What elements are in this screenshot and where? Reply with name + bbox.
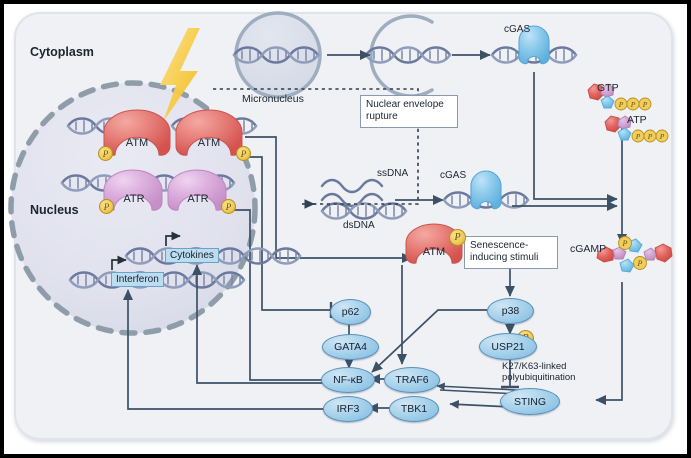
node-tbk1[interactable]: TBK1 [389,396,439,422]
gtp-label: GTP [597,82,619,94]
phosphate-icon-atm-cytoplasm: P [449,229,466,246]
ner-line-2: rupture [366,110,398,122]
polyub-line-2: polyubiquitination [502,372,576,384]
node-sting-label: STING [513,395,547,408]
atm-cytoplasm-label: ATM [422,246,446,258]
interferon-gene-box: Interferon [111,272,164,287]
node-irf3[interactable]: IRF3 [323,396,373,422]
node-p38[interactable]: p38 [487,298,534,324]
atp-label: ATP [627,114,647,126]
ner-line-1: Nuclear envelope [366,99,444,110]
senescence-line-1: Senescence- [470,240,529,251]
node-usp21-label: USP21 [491,340,525,353]
polyubiquitination-label: K27/K63-linked polyubiquitination [502,361,575,384]
nucleus-label: Nucleus [30,203,79,217]
phosphate-icon-atr-right: P [221,199,236,214]
node-irf3-label: IRF3 [336,403,360,415]
ssdna-label: ssDNA [377,168,409,179]
node-tbk1-label: TBK1 [400,403,428,415]
node-p62-label: p62 [341,306,360,318]
polyub-line-1: K27/K63-linked [502,361,567,372]
node-nfkb-label: NF-κB [333,374,363,386]
phosphate-icon-atm-left: P [98,146,113,161]
node-traf6-label: TRAF6 [395,374,429,386]
node-nfkb[interactable]: NF-κB [321,367,375,393]
dsdna-label: dsDNA [343,220,375,231]
node-p38-label: p38 [501,305,520,317]
node-gata4[interactable]: GATA4 [322,334,379,360]
cytoplasm-label: Cytoplasm [30,45,94,59]
cgas-mid-label: cGAS [440,170,467,181]
atm-nucleus-right-label: ATM [197,137,221,149]
micronucleus-label: Micronucleus [242,93,304,105]
senescence-line-2: inducing stimuli [470,251,539,263]
cgamp-label: cGAMP [570,243,607,255]
cytokines-gene-box: Cytokines [165,248,219,263]
atr-nucleus-left-label: ATR [123,193,145,205]
node-sting[interactable]: STING [500,388,560,415]
phosphate-icon-atm-right: P [236,146,251,161]
atr-nucleus-right-label: ATR [187,193,209,205]
cgas-top-label: cGAS [504,24,531,35]
senescence-stimuli-box: Senescence- inducing stimuli [464,236,558,269]
node-p62[interactable]: p62 [330,299,371,325]
node-gata4-label: GATA4 [334,341,367,353]
node-traf6[interactable]: TRAF6 [384,367,440,393]
node-usp21[interactable]: USP21 [479,333,537,360]
nuclear-envelope-rupture-box: Nuclear envelope rupture [360,95,458,128]
atm-nucleus-left-label: ATM [125,137,149,149]
phosphate-icon-atr-left: P [99,199,114,214]
